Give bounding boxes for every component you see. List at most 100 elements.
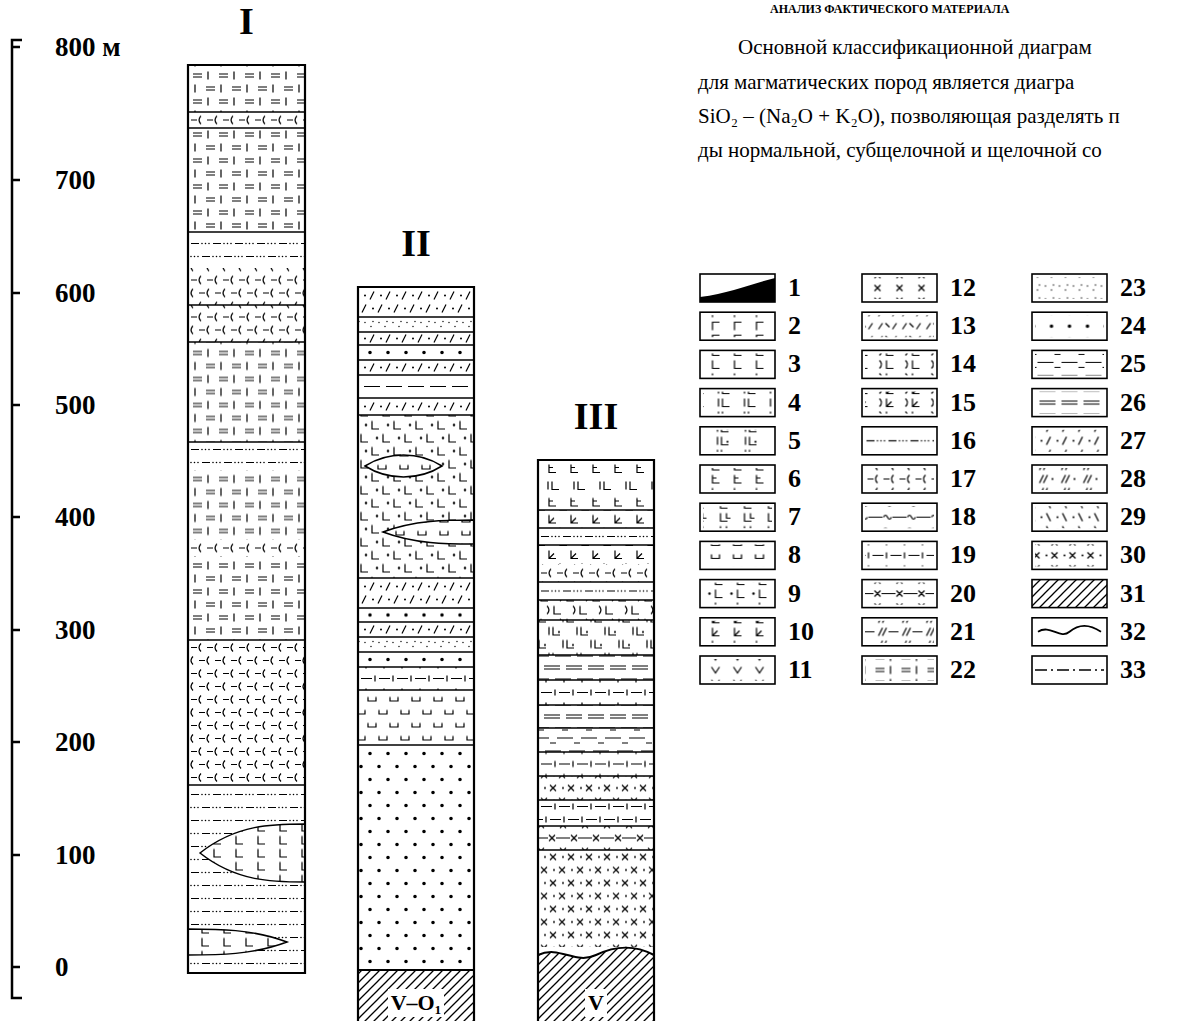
lens-body <box>188 929 287 955</box>
layer-boundary <box>538 509 654 511</box>
layer-boundary <box>358 636 474 638</box>
rock-layer <box>188 640 305 785</box>
rock-layer <box>188 268 305 305</box>
legend-number: 25 <box>1120 349 1146 379</box>
column-number: II <box>401 221 431 265</box>
pattern-symbol <box>865 621 934 643</box>
rock-layer <box>358 690 474 745</box>
scale-bar <box>12 40 22 998</box>
hatch-symbol <box>1032 580 1107 608</box>
layer-boundary <box>358 344 474 346</box>
swatch-border <box>862 427 937 455</box>
rock-layer <box>538 494 654 510</box>
swatch-border <box>700 427 775 455</box>
legend-number: 26 <box>1120 388 1146 418</box>
dash-dot-line-symbol <box>1035 669 1104 671</box>
swatch-border <box>700 580 775 608</box>
scale-label: 400 <box>55 502 96 533</box>
legend-number: 5 <box>788 426 801 456</box>
layer-boundary <box>358 744 474 746</box>
layer-ground <box>188 540 305 556</box>
legend-swatch <box>862 656 937 684</box>
swatch-border <box>1032 312 1107 340</box>
swatch-ground <box>700 389 775 417</box>
legend-swatch <box>700 312 775 340</box>
layer-ground <box>188 268 305 305</box>
pattern-symbol <box>865 468 934 490</box>
scale-label: 300 <box>55 615 96 646</box>
rock-layer <box>538 705 654 728</box>
layer-ground <box>358 345 474 360</box>
legend-number: 11 <box>788 655 813 685</box>
swatch-ground <box>1032 503 1107 531</box>
swatch-border <box>700 312 775 340</box>
layer-ground <box>538 528 654 545</box>
pattern-symbol <box>703 315 772 337</box>
swatch-ground <box>700 350 775 378</box>
legend <box>700 274 1107 684</box>
layer-ground <box>538 705 654 728</box>
layer-ground <box>358 608 474 622</box>
layer-boundary <box>188 441 305 443</box>
swatch-border <box>700 541 775 569</box>
layer-boundary <box>188 111 305 113</box>
legend-number: 8 <box>788 540 801 570</box>
layer-ground <box>188 470 305 540</box>
body-text: ды нормальной, субщелочной и щелочной со <box>698 138 1102 163</box>
layer-ground <box>358 287 474 317</box>
layer-boundary <box>538 775 654 777</box>
layer-ground <box>538 600 654 620</box>
layer-ground <box>538 460 654 477</box>
swatch-ground <box>1032 427 1107 455</box>
pattern-symbol <box>865 315 934 337</box>
basement-ground <box>538 947 654 1021</box>
pattern-symbol <box>865 353 934 375</box>
rock-layer <box>188 65 305 112</box>
wavy-line-symbol <box>1038 626 1101 634</box>
layer-boundary <box>538 799 654 801</box>
layer-boundary <box>188 231 305 233</box>
legend-swatch <box>700 350 775 378</box>
swatch-border <box>700 465 775 493</box>
scale-label: 500 <box>55 390 96 421</box>
layer-boundary <box>358 316 474 318</box>
pattern-symbol <box>703 544 772 566</box>
lithology-column <box>538 460 654 1021</box>
layer-ground <box>188 65 305 112</box>
pattern-symbol <box>865 583 934 605</box>
column-box: III <box>538 460 654 955</box>
legend-number: 21 <box>950 617 976 647</box>
lens-body <box>365 455 442 477</box>
legend-number: 10 <box>788 617 814 647</box>
legend-number: 1 <box>788 273 801 303</box>
swatch-border <box>700 656 775 684</box>
legend-swatch <box>1032 618 1107 646</box>
basement-hatch <box>538 948 654 1021</box>
layer-ground <box>538 545 654 564</box>
legend-number: 7 <box>788 502 801 532</box>
column-outline <box>358 287 474 1021</box>
section-heading: АНАЛИЗ ФАКТИЧЕСКОГО МАТЕРИАЛА <box>770 2 1009 17</box>
layer-ground <box>358 637 474 652</box>
column-number: I <box>239 0 254 43</box>
pattern-symbol <box>703 659 772 681</box>
rock-layer <box>538 826 654 850</box>
rock-layer <box>358 667 474 690</box>
layer-boundary <box>538 849 654 851</box>
legend-swatch <box>862 274 937 302</box>
rock-layer <box>358 375 474 398</box>
layer-ground <box>538 510 654 528</box>
legend-swatch <box>700 465 775 493</box>
swatch-ground <box>862 503 937 531</box>
swatch-ground <box>1032 541 1107 569</box>
swatch-border <box>862 465 937 493</box>
column-box: II <box>358 287 474 970</box>
legend-number: 19 <box>950 540 976 570</box>
swatch-border <box>862 389 937 417</box>
swatch-border <box>862 274 937 302</box>
legend-number: 24 <box>1120 311 1146 341</box>
pattern-symbol <box>703 621 772 643</box>
pattern-symbol <box>703 506 772 528</box>
legend-number: 13 <box>950 311 976 341</box>
pattern-symbol <box>703 353 772 375</box>
